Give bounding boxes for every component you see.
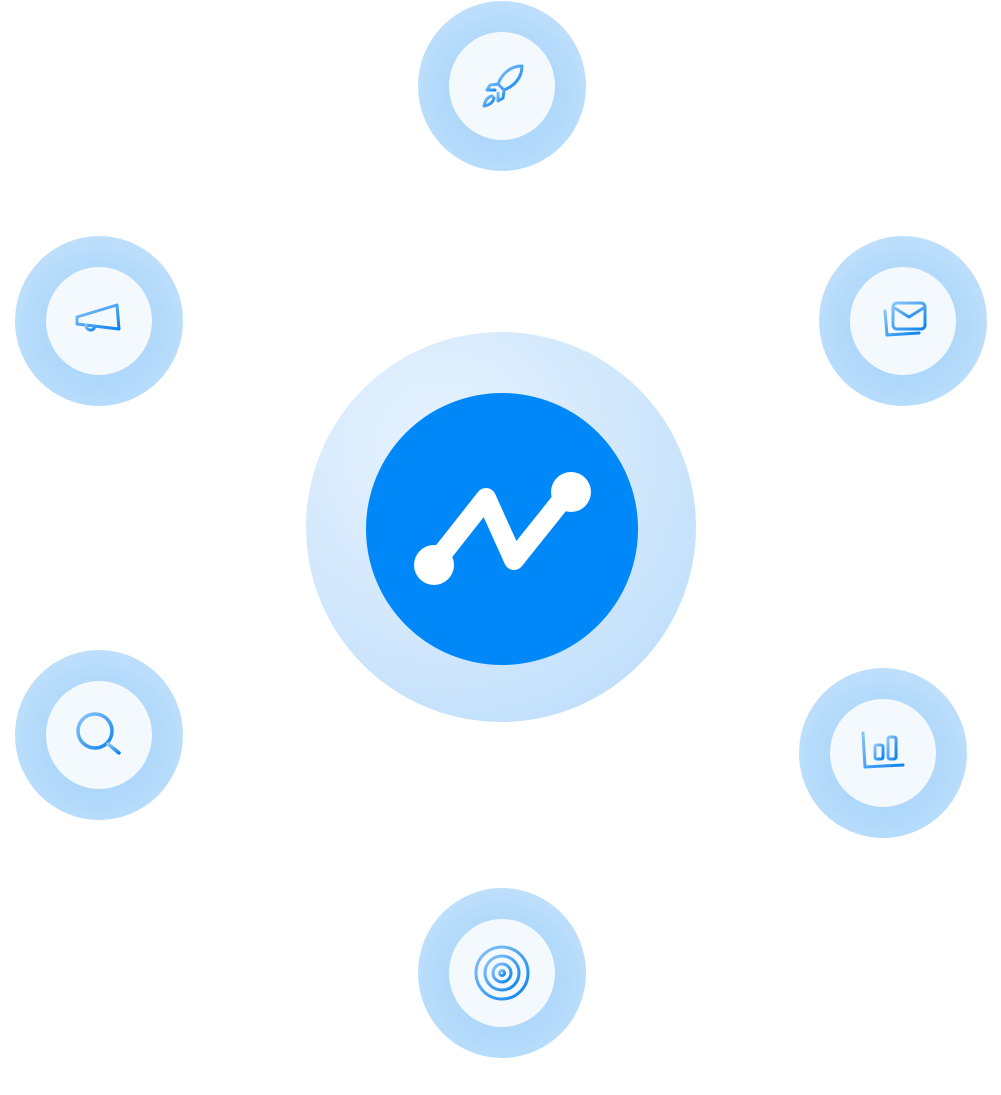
satellite-inner [850, 267, 956, 375]
satellite-inner [46, 267, 152, 375]
rocket-icon [482, 64, 524, 108]
megaphone-icon [75, 303, 121, 332]
satellite-mail[interactable] [819, 236, 987, 406]
satellite-bar-chart[interactable] [799, 668, 967, 838]
satellite-inner [449, 32, 555, 140]
satellite-rocket[interactable] [418, 1, 586, 171]
target-icon [474, 945, 530, 1001]
satellite-megaphone[interactable] [15, 236, 183, 406]
bar-chart-icon [861, 731, 905, 769]
trend-line-icon [414, 472, 591, 585]
satellite-inner [46, 681, 152, 789]
mail-icon [883, 301, 927, 337]
hub-circle [306, 332, 696, 722]
satellite-inner [449, 919, 555, 1027]
satellite-search[interactable] [15, 650, 183, 820]
search-icon [76, 712, 121, 755]
satellite-target[interactable] [418, 888, 586, 1058]
satellite-inner [830, 699, 936, 807]
hub-core [366, 393, 638, 665]
